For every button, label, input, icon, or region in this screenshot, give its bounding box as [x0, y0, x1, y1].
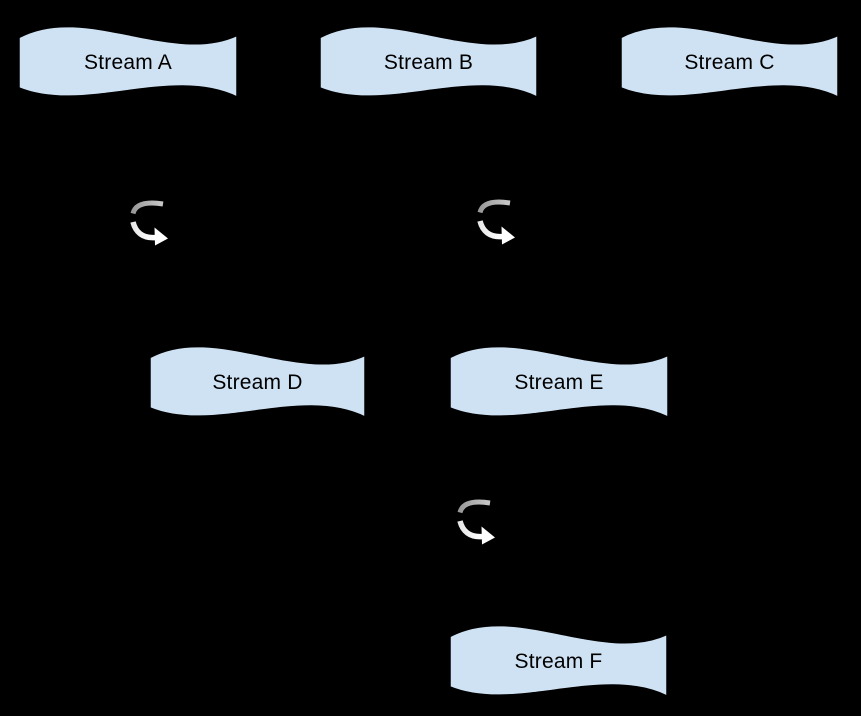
- node-label: Stream C: [684, 50, 775, 74]
- node-stream-d: Stream D: [149, 345, 366, 419]
- node-stream-c: Stream C: [620, 25, 839, 99]
- loop-arrow-icon: [477, 199, 515, 245]
- node-label: Stream A: [84, 50, 172, 74]
- wave-shape: [319, 25, 538, 99]
- node-stream-e: Stream E: [449, 345, 669, 419]
- node-label: Stream E: [514, 370, 604, 394]
- wave-shape: [449, 345, 669, 419]
- node-stream-f: Stream F: [449, 624, 668, 698]
- node-label: Stream B: [383, 50, 474, 74]
- node-stream-b: Stream B: [319, 25, 538, 99]
- wave-shape: [149, 345, 366, 419]
- node-label: Stream F: [514, 649, 603, 673]
- loop-arrow-icon: [457, 499, 495, 545]
- wave-shape: [449, 624, 668, 698]
- wave-shape: [620, 25, 839, 99]
- wave-shape: [18, 25, 238, 99]
- loop-arrow-icon: [130, 200, 168, 246]
- node-label: Stream D: [212, 370, 303, 394]
- node-stream-a: Stream A: [18, 25, 238, 99]
